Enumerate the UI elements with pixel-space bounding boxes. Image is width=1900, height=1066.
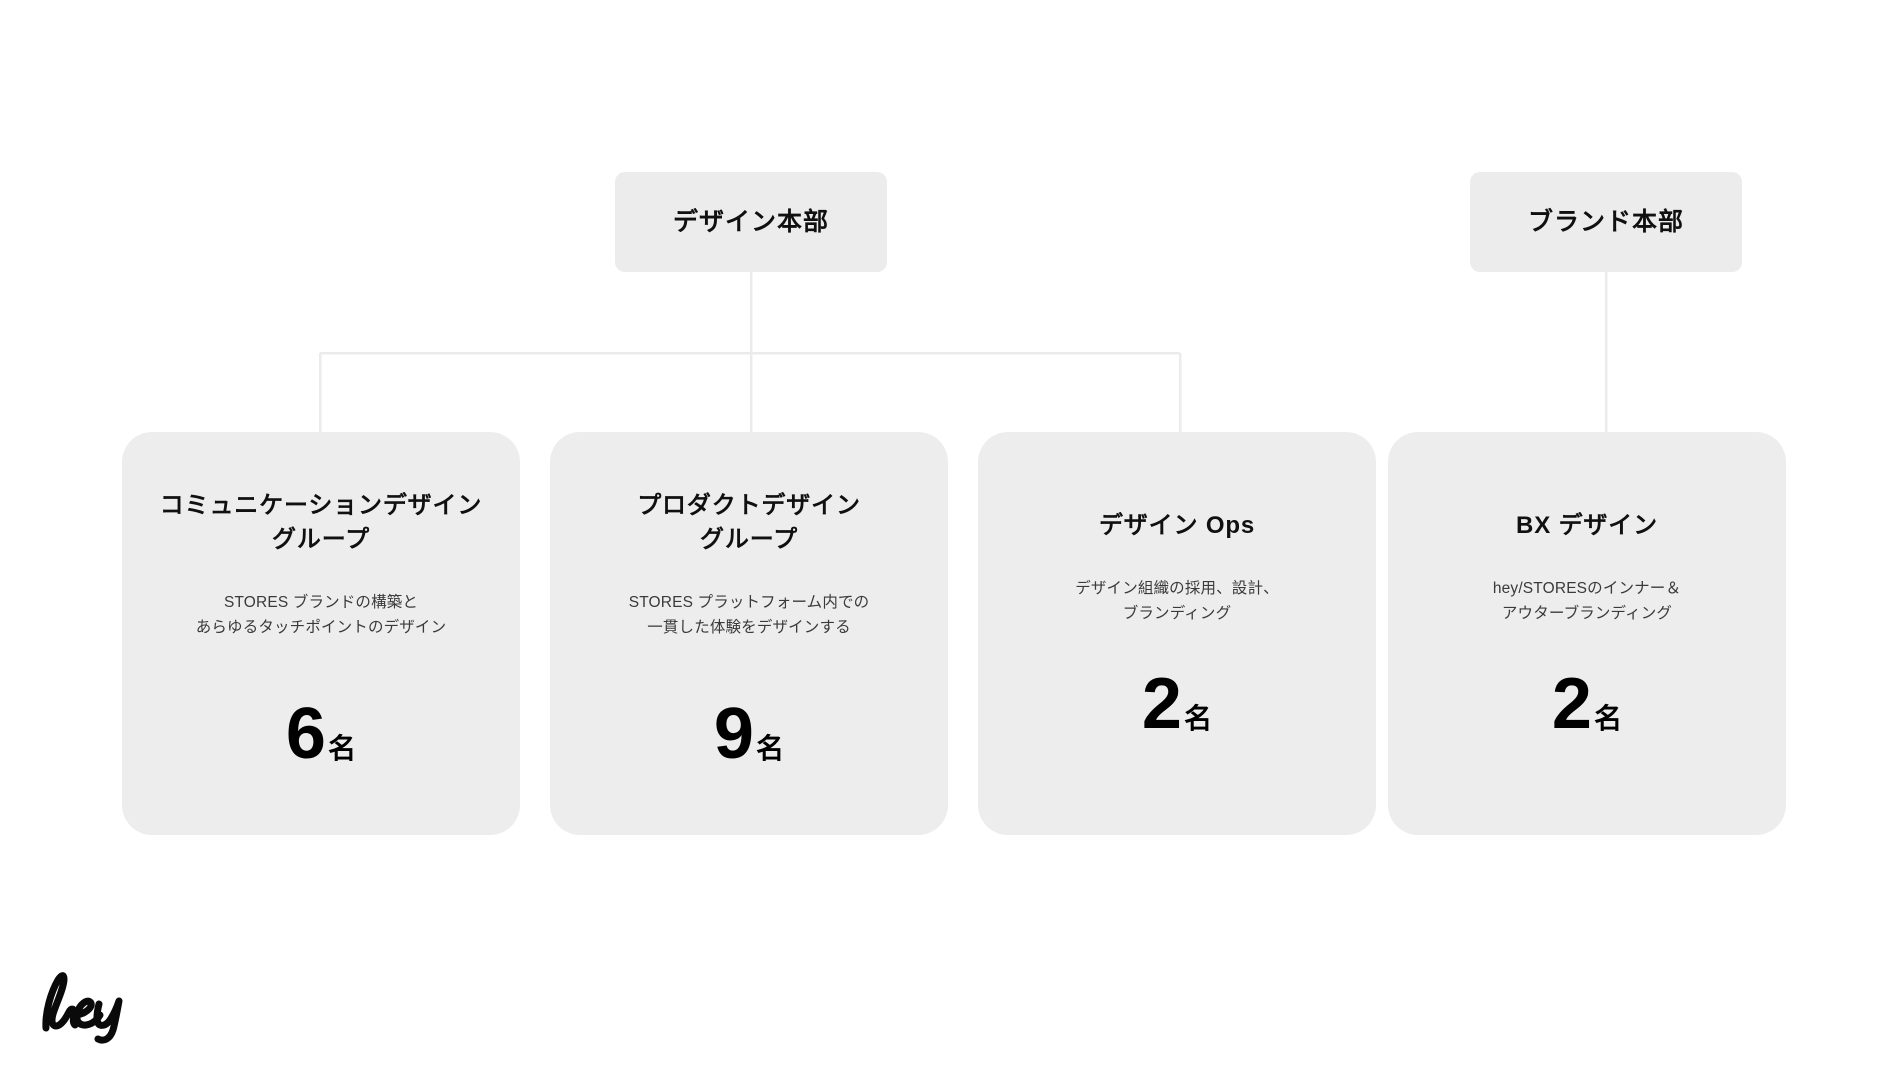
team-description-line-2: 一貫した体験をデザインする [647, 619, 851, 637]
headcount-number: 6 [285, 694, 326, 775]
headcount-unit: 名 [756, 733, 785, 765]
team-title-bx-design: BX デザイン [1406, 509, 1768, 543]
headcount-number: 2 [1551, 664, 1592, 745]
hey-logo-letter-y [93, 997, 123, 1044]
team-description-line-1: デザイン組織の採用、設計、 [1075, 580, 1279, 598]
headcount-unit: 名 [1184, 703, 1213, 735]
team-title-product-design-group: プロダクトデザイン グループ [568, 489, 930, 557]
team-description-line-2: ブランディング [1122, 605, 1232, 623]
team-title-line-2: グループ [272, 526, 370, 554]
team-description-bx-design: hey/STORESのインナー＆ アウターブランディング [1406, 576, 1768, 626]
team-title-design-ops: デザイン Ops [996, 509, 1358, 543]
team-headcount-bx-design: 2 名 [1406, 668, 1768, 740]
team-card-product-design-group[interactable]: プロダクトデザイン グループ STORES プラットフォーム内での 一貫した体験… [550, 432, 948, 835]
team-description-line-1: hey/STORESのインナー＆ [1492, 580, 1682, 598]
hey-logo-letter-e [71, 997, 104, 1029]
headcount-unit: 名 [1594, 703, 1623, 735]
team-headcount-communication-design-group: 6 名 [140, 698, 502, 770]
team-title-line-1: デザイン Ops [1098, 512, 1256, 539]
team-description-design-ops: デザイン組織の採用、設計、 ブランディング [996, 576, 1358, 626]
team-headcount-product-design-group: 9 名 [568, 698, 930, 770]
team-description-product-design-group: STORES プラットフォーム内での 一貫した体験をデザインする [568, 590, 930, 640]
team-title-line-2: グループ [700, 526, 798, 554]
department-box-brand-hq[interactable]: ブランド本部 [1470, 172, 1742, 272]
hey-logo [42, 972, 123, 1044]
team-description-communication-design-group: STORES ブランドの構築と あらゆるタッチポイントのデザイン [140, 590, 502, 640]
team-title-line-1: コミュニケーションデザイン [159, 492, 483, 519]
team-title-line-1: プロダクトデザイン [637, 492, 861, 519]
team-title-communication-design-group: コミュニケーションデザイン グループ [140, 489, 502, 557]
team-card-design-ops[interactable]: デザイン Ops デザイン組織の採用、設計、 ブランディング 2 名 [978, 432, 1376, 835]
department-box-design-hq[interactable]: デザイン本部 [615, 172, 887, 272]
department-label-design-hq: デザイン本部 [672, 208, 829, 236]
team-headcount-design-ops: 2 名 [996, 668, 1358, 740]
team-description-line-1: STORES ブランドの構築と [223, 594, 419, 612]
headcount-number: 2 [1141, 664, 1182, 745]
team-description-line-2: アウターブランディング [1501, 605, 1673, 623]
hey-logo-letter-h [42, 972, 79, 1032]
team-title-line-1: BX デザイン [1516, 512, 1658, 539]
team-description-line-1: STORES プラットフォーム内での [628, 594, 870, 612]
department-label-brand-hq: ブランド本部 [1527, 208, 1684, 236]
team-card-bx-design[interactable]: BX デザイン hey/STORESのインナー＆ アウターブランディング 2 名 [1388, 432, 1786, 835]
headcount-number: 9 [713, 694, 754, 775]
headcount-unit: 名 [328, 733, 357, 765]
team-card-communication-design-group[interactable]: コミュニケーションデザイン グループ STORES ブランドの構築と あらゆるタ… [122, 432, 520, 835]
team-description-line-2: あらゆるタッチポイントのデザイン [195, 619, 447, 637]
